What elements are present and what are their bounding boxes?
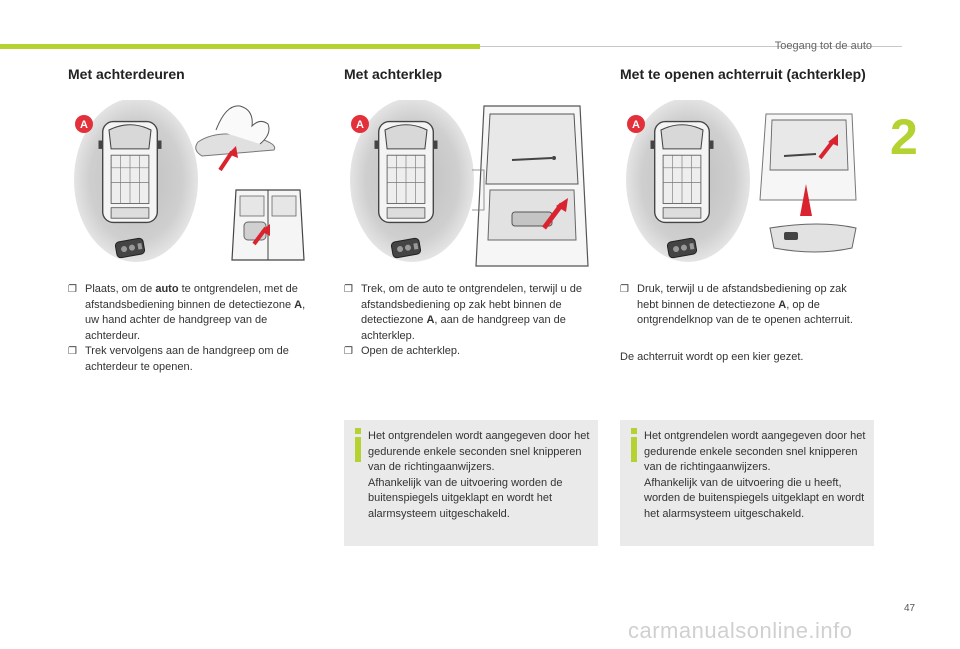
column-title-tailgate: Met achterklep xyxy=(344,66,443,82)
svg-text:A: A xyxy=(80,119,88,131)
van-top-view xyxy=(97,120,163,224)
info-box-rear-window: Het ontgrendelen wordt aangegeven door h… xyxy=(620,420,874,546)
svg-text:A: A xyxy=(356,119,364,131)
header-divider xyxy=(480,46,902,47)
info-icon xyxy=(355,428,361,462)
illustration-rear-window: A xyxy=(626,100,857,262)
illustration-tailgate: A xyxy=(350,100,589,267)
info-icon xyxy=(631,428,637,462)
van-top-view xyxy=(373,120,439,224)
checkbox-bullet-icon: ❐ xyxy=(344,346,353,357)
marker-a: A xyxy=(627,115,645,133)
van-top-view xyxy=(649,120,715,224)
column-title-rear-doors: Met achterdeuren xyxy=(68,66,185,82)
rear-window-paragraph: De achterruit wordt op een kier gezet. xyxy=(620,351,804,363)
page-number: 47 xyxy=(904,603,916,614)
tailgate-view xyxy=(472,105,589,267)
bullet-list-rear-doors: ❐ Plaats, om de auto te ontgrendelen, me… xyxy=(68,282,318,375)
watermark: carmanualsonline.info xyxy=(628,618,853,643)
checkbox-bullet-icon: ❐ xyxy=(344,284,353,295)
rear-window-view xyxy=(759,113,857,253)
checkbox-bullet-icon: ❐ xyxy=(68,284,77,295)
bullet-item: ❐ Open de achterklep. xyxy=(344,344,594,360)
bullet-item: ❐ Trek vervolgens aan de handgreep om de… xyxy=(68,345,289,373)
checkbox-bullet-icon: ❐ xyxy=(68,346,77,357)
checkbox-bullet-icon: ❐ xyxy=(620,284,629,295)
bullet-item: ❐ Plaats, om de auto te ontgrendelen, me… xyxy=(68,283,306,342)
marker-a: A xyxy=(351,115,369,133)
info-box-tailgate: Het ontgrendelen wordt aangegeven door h… xyxy=(344,420,598,546)
illustration-rear-doors: A xyxy=(74,100,305,262)
header-accent-bar xyxy=(0,44,480,49)
hand-on-handle-icon xyxy=(195,105,276,172)
bullet-list-rear-window: ❐ Druk, terwijl u de afstandsbediening o… xyxy=(620,282,870,329)
marker-a: A xyxy=(75,115,93,133)
info-text: Het ontgrendelen wordt aangegeven door h… xyxy=(644,430,866,520)
column-title-rear-window: Met te openen achterruit (achterklep) xyxy=(620,66,866,82)
section-header-title: Toegang tot de auto xyxy=(774,40,872,52)
info-text: Het ontgrendelen wordt aangegeven door h… xyxy=(368,430,590,520)
bullet-item: ❐ Trek, om de auto te ontgrendelen, terw… xyxy=(344,283,582,342)
bullet-item: ❐ Druk, terwijl u de afstandsbediening o… xyxy=(620,283,853,326)
bullet-list-tailgate: ❐ Trek, om de auto te ontgrendelen, terw… xyxy=(344,282,594,360)
chapter-number: 2 xyxy=(890,109,918,165)
svg-text:A: A xyxy=(632,119,640,131)
rear-doors-view xyxy=(231,189,305,261)
